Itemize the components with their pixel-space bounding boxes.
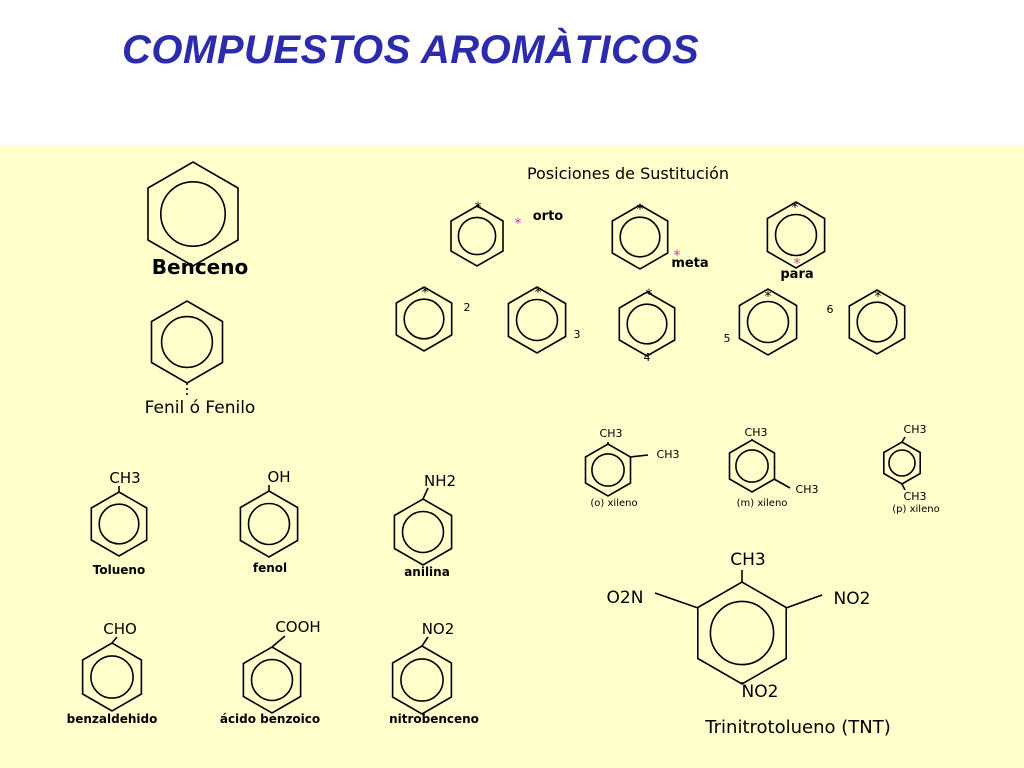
marker-pos6: * xyxy=(875,289,882,305)
tnt-label: Trinitrotolueno (TNT) xyxy=(704,717,890,738)
toluene-label: Tolueno xyxy=(93,563,145,577)
aniline-bond xyxy=(422,487,429,500)
phenyl-ring xyxy=(150,300,224,384)
o-xylene-bond-2 xyxy=(629,454,649,458)
marker-meta-ref: * xyxy=(637,202,644,218)
marker-para-ref: * xyxy=(792,200,799,216)
aniline-label: anilina xyxy=(404,565,450,579)
nitrobenzene-group: NO2 xyxy=(422,620,455,638)
phenol-group: OH xyxy=(267,468,290,486)
benzaldehyde-label: benzaldehido xyxy=(67,712,158,726)
nitrobenzene-bond xyxy=(421,636,429,647)
benzoic-ring xyxy=(242,646,302,714)
orto-label: orto xyxy=(533,209,564,224)
tnt-ring xyxy=(696,581,788,685)
position-2-label: 2 xyxy=(464,301,471,314)
benzoic-group: COOH xyxy=(275,618,320,636)
tnt-left-group: O2N xyxy=(607,588,644,608)
marker-pos2: * xyxy=(422,285,429,301)
benzene-label: Benceno xyxy=(152,255,248,279)
p-xylene-bond-1 xyxy=(901,436,906,443)
pos6-ring xyxy=(848,289,906,355)
marker-meta: * xyxy=(674,248,681,264)
phenol-ring xyxy=(239,490,299,558)
m-xylene-label: (m) xileno xyxy=(737,498,788,509)
p-xylene-bond-2 xyxy=(901,483,906,491)
tnt-top-group: CH3 xyxy=(730,550,765,570)
benzene-ring xyxy=(147,161,239,267)
pos5-ring xyxy=(738,288,798,356)
nitrobenzene-label: nitrobenceno xyxy=(389,712,479,726)
phenol-label: fenol xyxy=(253,561,287,575)
position-6-label: 6 xyxy=(827,303,834,316)
meta-ring xyxy=(611,204,669,270)
position-4-label: 4 xyxy=(644,351,651,364)
marker-para: * xyxy=(794,256,801,272)
p-xylene-group-1: CH3 xyxy=(904,423,927,436)
pos2-ring xyxy=(395,286,453,352)
aniline-ring xyxy=(393,498,453,566)
p-xylene-label: (p) xileno xyxy=(892,504,939,515)
o-xylene-ring xyxy=(584,443,632,497)
m-xylene-group-1: CH3 xyxy=(745,426,768,439)
nitrobenzene-ring xyxy=(391,645,453,715)
benzaldehyde-group: CHO xyxy=(103,620,137,638)
aniline-group: NH2 xyxy=(424,472,456,490)
benzoic-label: ácido benzoico xyxy=(220,712,320,726)
m-xylene-ring xyxy=(728,439,776,493)
toluene-group: CH3 xyxy=(109,469,140,487)
position-5-label: 5 xyxy=(724,332,731,345)
o-xylene-group-1: CH3 xyxy=(600,427,623,440)
marker-orto-ref: * xyxy=(475,200,482,216)
phenyl-label: Fenil ó Fenilo xyxy=(145,398,256,418)
marker-pos5: * xyxy=(765,289,772,305)
marker-pos4: * xyxy=(646,287,653,303)
positions-title: Posiciones de Sustitución xyxy=(527,164,729,183)
bond-layer xyxy=(111,383,906,684)
benzaldehyde-bond xyxy=(111,636,118,644)
p-xylene-group-2: CH3 xyxy=(904,490,927,503)
para-ring xyxy=(766,201,826,269)
m-xylene-bond-2 xyxy=(773,478,791,489)
benzoic-bond xyxy=(271,635,286,648)
tnt-right-group: NO2 xyxy=(834,589,871,609)
o-xylene-group-2: CH3 xyxy=(657,448,680,461)
benzaldehyde-ring xyxy=(81,642,143,712)
position-3-label: 3 xyxy=(574,328,581,341)
orto-ring xyxy=(450,205,504,267)
pos3-ring xyxy=(507,286,567,354)
ring-layer xyxy=(81,161,922,715)
slide-title: COMPUESTOS AROMÀTICOS xyxy=(122,28,700,72)
tnt-bond-left xyxy=(654,592,699,609)
tnt-bond-right xyxy=(785,594,823,609)
o-xylene-label: (o) xileno xyxy=(590,498,637,509)
m-xylene-group-2: CH3 xyxy=(796,483,819,496)
p-xylene-ring xyxy=(882,441,922,485)
meta-label: meta xyxy=(671,256,708,271)
pos4-ring xyxy=(618,291,676,357)
marker-orto: * xyxy=(515,216,522,232)
toluene-ring xyxy=(90,491,148,557)
para-label: para xyxy=(780,267,813,282)
content-panel xyxy=(0,146,1024,768)
marker-pos3: * xyxy=(535,285,542,301)
tnt-bottom-group: NO2 xyxy=(742,682,779,702)
